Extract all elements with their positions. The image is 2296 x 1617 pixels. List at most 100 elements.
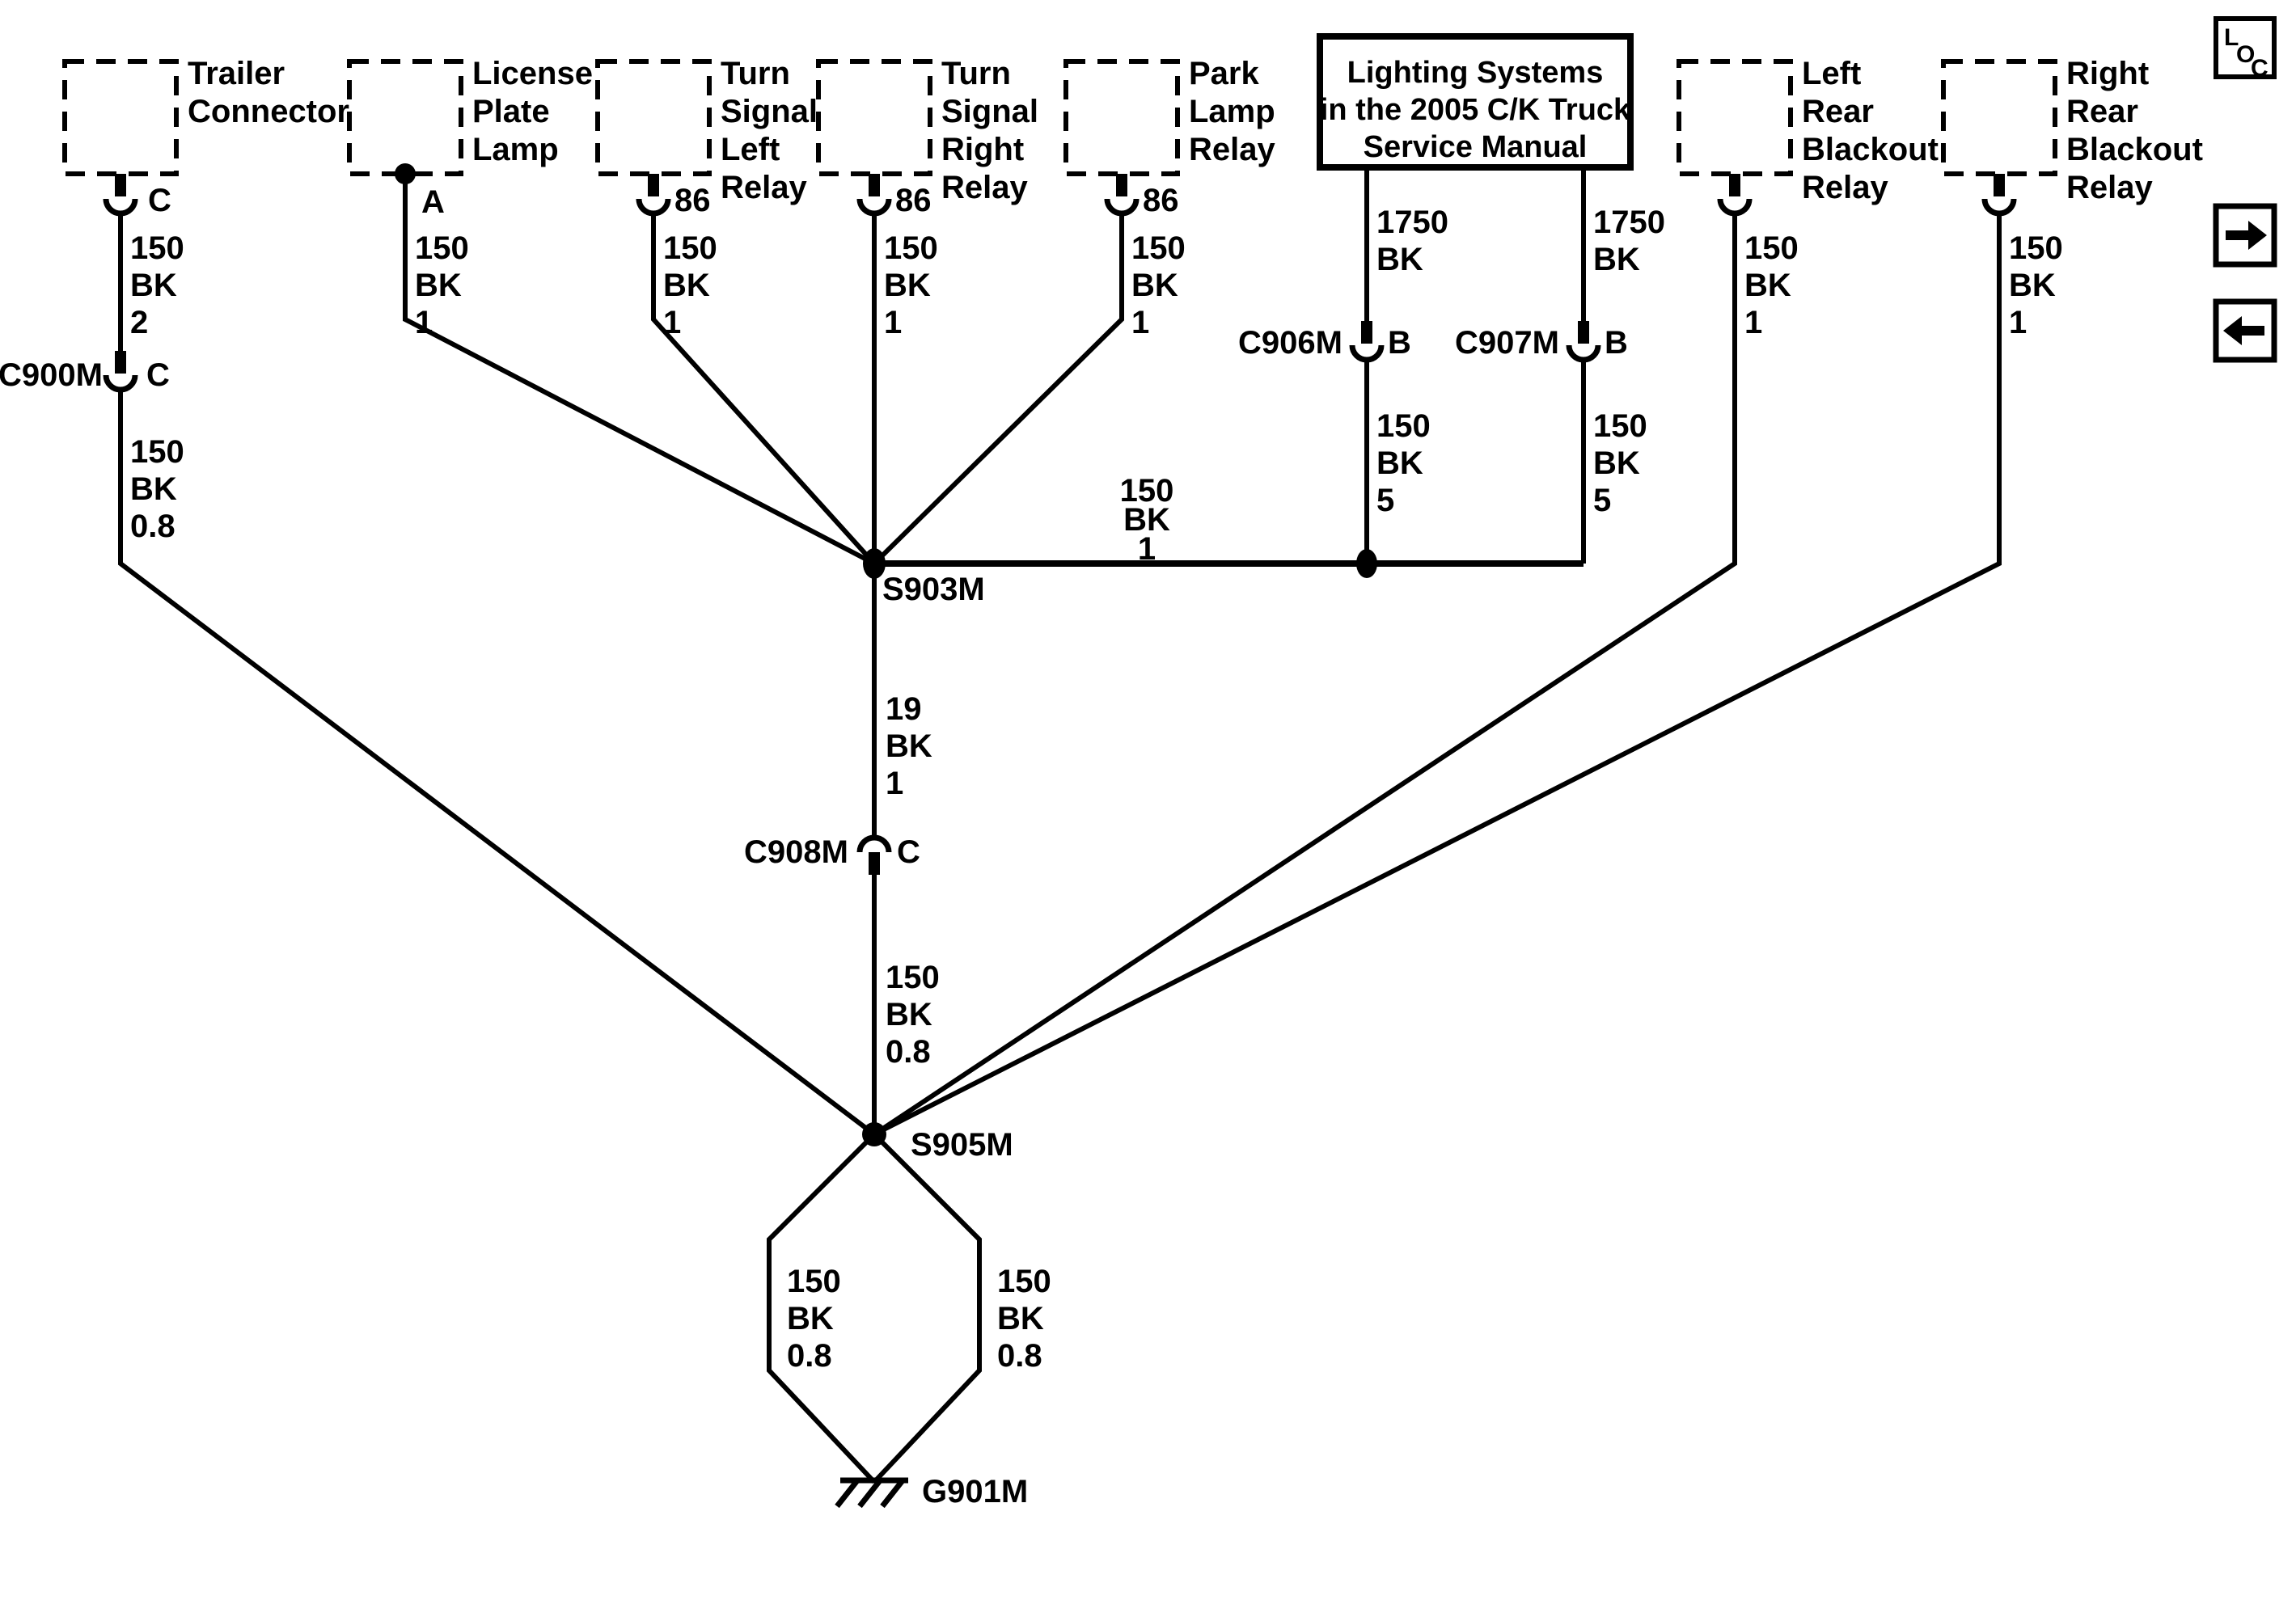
loc-badge[interactable]: L O C: [2214, 16, 2277, 82]
s903m-dot: [863, 548, 886, 579]
park-pin-label: 86: [1143, 183, 1179, 218]
connector-c907m: C907M B: [1455, 321, 1628, 363]
ts-right-pin-cup: [856, 198, 892, 217]
c907m-pin-label: B: [1605, 325, 1628, 361]
c908m-pin-label: C: [897, 834, 920, 870]
connector-c908m: C908M C: [744, 834, 920, 875]
c906m-name: C906M: [1238, 325, 1343, 361]
c906m-pin: [1361, 321, 1372, 344]
loc-letter-l: L: [2224, 24, 2239, 51]
splice-junction-c906m: [1356, 549, 1377, 578]
bus-junction-dot: [1356, 549, 1377, 578]
c907m-name: C907M: [1455, 325, 1559, 361]
license-plate-lamp-box: [347, 59, 463, 176]
left-rear-blackout-relay-box: [1677, 59, 1793, 176]
park-pin: [1116, 174, 1127, 196]
left-blackout-pin-cup: [1717, 198, 1753, 217]
splice-s903m: S903M: [863, 548, 985, 607]
turn-signal-right-relay-box: [816, 59, 932, 176]
nav-back-button[interactable]: [2213, 298, 2277, 363]
right-blackout-pin: [1994, 174, 2005, 196]
right-rear-blackout-relay-box: [1941, 59, 2057, 176]
wire-license-to-s903m: [403, 179, 876, 566]
s905m-label: S905M: [911, 1127, 1013, 1163]
ground-g901m: G901M: [835, 1474, 1028, 1509]
c908m-pin: [869, 852, 880, 875]
c908m-name: C908M: [744, 834, 848, 870]
loc-badge-box[interactable]: [2214, 16, 2277, 79]
wire-ts-left-to-s903m: [651, 213, 877, 566]
c900m-cup: [103, 374, 138, 393]
left-arrow-icon: [2223, 316, 2264, 345]
wire-c900m-to-s905m: [118, 390, 876, 1137]
wires: [118, 167, 2002, 1484]
connector-c900m: C900M C: [0, 351, 170, 393]
trailer-pin-label: C: [148, 183, 171, 218]
wire-s905m-left-to-g901m: [767, 1132, 877, 1484]
s905m-dot: [862, 1122, 886, 1146]
c900m-name: C900M: [0, 357, 103, 393]
ts-right-pin-label: 86: [895, 183, 932, 218]
trailer-pin-cup: [103, 198, 138, 217]
wire-park-to-s903m: [872, 213, 1124, 566]
license-pin-label: A: [421, 184, 445, 220]
c906m-pin-label: B: [1388, 325, 1411, 361]
ts-right-pin: [869, 174, 880, 196]
ts-left-pin: [648, 174, 659, 196]
loc-letter-c: C: [2251, 55, 2269, 82]
wire-blackout-left-to-s905m: [873, 213, 1737, 1137]
nav-forward-button[interactable]: [2213, 203, 2277, 268]
loc-letter-o: O: [2236, 41, 2255, 68]
right-arrow-icon: [2226, 221, 2267, 250]
c900m-pin: [115, 351, 126, 374]
park-lamp-relay-box: [1063, 59, 1180, 176]
right-blackout-pin-cup: [1981, 198, 2017, 217]
splice-s905m: S905M: [862, 1122, 1013, 1163]
license-terminal-dot: [395, 163, 416, 184]
c908m-cup: [856, 834, 892, 853]
wire-s905m-right-to-g901m: [872, 1132, 982, 1484]
ground-symbol: [835, 1477, 908, 1509]
g901m-label: G901M: [922, 1474, 1028, 1509]
left-blackout-pin: [1729, 174, 1740, 196]
trailer-connector-box: [62, 59, 179, 176]
c907m-pin: [1578, 321, 1589, 344]
turn-signal-left-relay-box: [595, 59, 712, 176]
park-pin-cup: [1104, 198, 1140, 217]
wire-blackout-right-to-s905m: [873, 213, 2002, 1137]
ts-left-pin-cup: [636, 198, 671, 217]
c900m-pin-label: C: [146, 357, 170, 393]
